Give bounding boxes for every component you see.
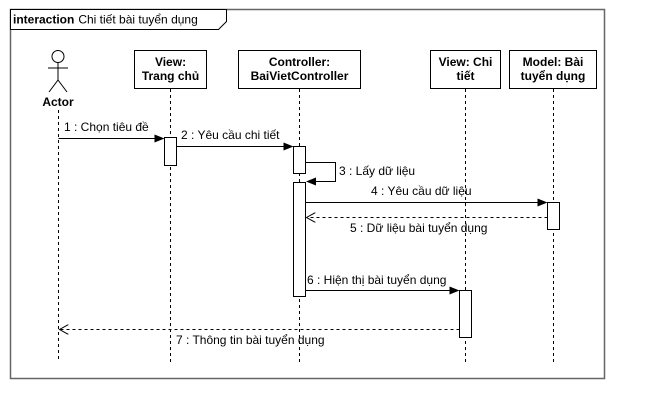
lifeline-home: View: Trang chủ bbox=[134, 50, 207, 362]
message-1: 1 : Chọn tiêu đề bbox=[58, 120, 165, 143]
frame-name: Chi tiết bài tuyển dụng bbox=[78, 13, 197, 27]
lifeline-title-line1: Model: Bài bbox=[523, 55, 584, 69]
message-5: 5 : Dữ liệu bài tuyển dụng bbox=[307, 218, 548, 235]
lifeline-box bbox=[134, 50, 207, 89]
lifeline-title-line1: Controller: bbox=[269, 55, 330, 69]
lifeline-box bbox=[238, 50, 361, 89]
message-arrow bbox=[305, 162, 336, 186]
frame-keyword: interaction bbox=[13, 13, 74, 27]
activation-bar bbox=[547, 202, 560, 230]
message-6: 6 : Hiện thị bài tuyển dụng bbox=[305, 273, 460, 295]
message-2: 2 : Yêu cầu chi tiết bbox=[176, 128, 294, 151]
lifeline-controller: Controller: BaiVietController bbox=[238, 50, 361, 362]
message-label: 2 : Yêu cầu chi tiết bbox=[181, 128, 280, 142]
activation-bar bbox=[164, 137, 177, 166]
message-label: 3 : Lấy dữ liệu bbox=[339, 164, 415, 178]
message-label: 4 : Yêu cầu dữ liệu bbox=[371, 184, 472, 198]
lifeline-title-line1: View: bbox=[155, 55, 186, 69]
message-label: 5 : Dữ liệu bài tuyển dụng bbox=[350, 221, 487, 235]
message-label: 7 : Thông tin bài tuyển dụng bbox=[176, 333, 325, 347]
lifeline-model: Model: Bài tuyển dụng bbox=[509, 50, 597, 362]
message-label: 6 : Hiện thị bài tuyển dụng bbox=[307, 273, 446, 287]
activation-bar bbox=[293, 182, 306, 297]
activation-bar bbox=[293, 146, 306, 174]
message-3: 3 : Lấy dữ liệu bbox=[305, 162, 415, 186]
message-4: 4 : Yêu cầu dữ liệu bbox=[305, 184, 548, 207]
lifeline-title-line2: BaiVietController bbox=[251, 69, 349, 83]
activation-bar bbox=[459, 290, 472, 338]
lifeline-detail: View: Chi tiết bbox=[430, 50, 501, 362]
frame-tab bbox=[10, 9, 227, 30]
actor-label: Actor bbox=[42, 95, 74, 109]
lifeline-box bbox=[430, 50, 501, 89]
lifeline-title-line2: tiết bbox=[457, 69, 475, 83]
lifeline-title-line2: Trang chủ bbox=[142, 69, 199, 83]
actor-icon bbox=[48, 50, 68, 93]
lifeline-title-line2: tuyển dụng bbox=[521, 69, 586, 83]
lifeline-box bbox=[509, 50, 597, 89]
message-7: 7 : Thông tin bài tuyển dụng bbox=[60, 330, 460, 347]
lifeline-title-line1: View: Chi bbox=[439, 55, 493, 69]
frame-title: interaction Chi tiết bài tuyển dụng bbox=[13, 13, 198, 27]
lifeline-actor: Actor bbox=[42, 50, 74, 362]
message-label: 1 : Chọn tiêu đề bbox=[64, 120, 149, 134]
